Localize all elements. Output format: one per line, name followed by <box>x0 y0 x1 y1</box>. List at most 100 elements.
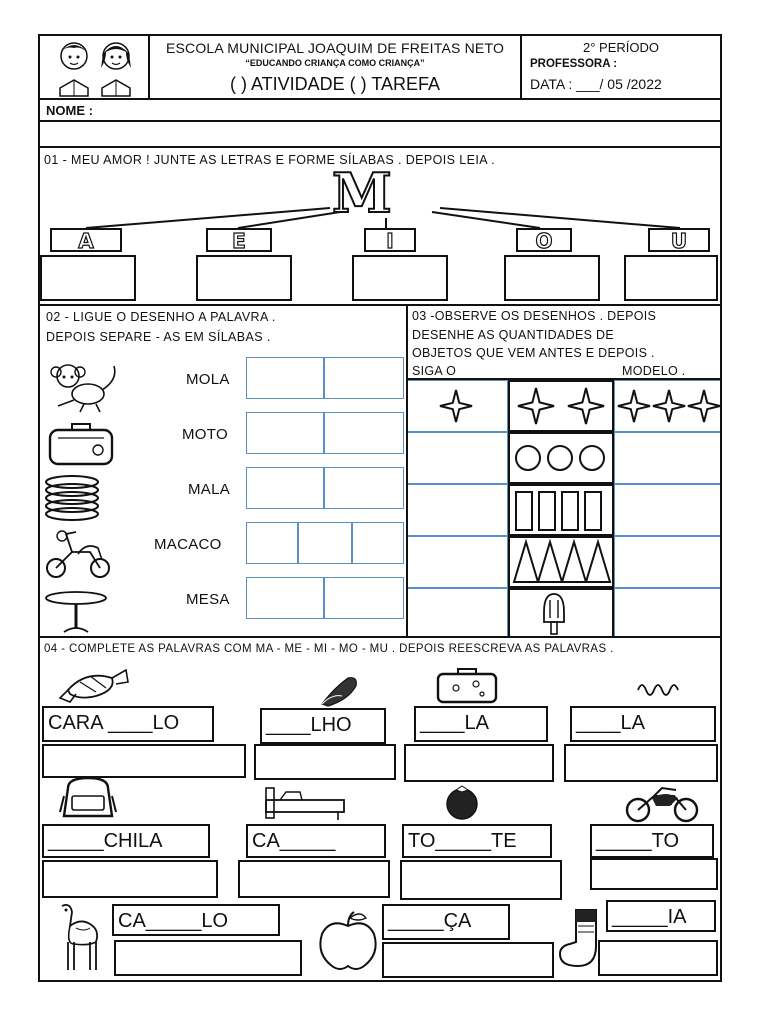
q2-word-moto: MOTO <box>182 426 228 443</box>
q4-row3-word-text: _____ÇA <box>388 910 472 932</box>
teacher-label: PROFESSORA : <box>530 58 618 70</box>
q4-row1-word-text: ____LHO <box>266 714 352 736</box>
q3-instruction-1: 03 -OBSERVE OS DESENHOS . DEPOIS <box>412 309 657 323</box>
syllable-answer-box-3[interactable] <box>352 255 448 301</box>
candy-icon <box>58 668 129 703</box>
q2-word-mesa: MESA <box>186 591 230 608</box>
q4-row3-word-box-2[interactable]: _____ÇA <box>382 904 510 940</box>
q2-syllable-box[interactable] <box>298 522 352 564</box>
q4-row2-word-box-3[interactable]: TO_____TE <box>402 824 552 858</box>
vowel-letter: E <box>232 228 247 253</box>
q4-row2-rewrite-box-1[interactable] <box>42 860 218 898</box>
q3-instruction-3: OBJETOS QUE VEM ANTES E DEPOIS . <box>412 346 655 360</box>
q4-row2-word-box-4[interactable]: _____TO <box>590 824 714 858</box>
vowel-box-o: O <box>516 228 572 254</box>
q4-row1-word-box-4[interactable]: ____LA <box>570 706 716 742</box>
children-reading-icon <box>59 42 131 97</box>
q4-row2-word-text: CA_____ <box>252 830 336 852</box>
q3-grid-frame <box>406 378 722 638</box>
q4-row1-rewrite-box-1[interactable] <box>42 744 246 778</box>
star-icon <box>517 387 605 425</box>
suitcase-icon <box>436 668 498 704</box>
table-icon <box>45 591 107 633</box>
vowel-letter: O <box>535 228 553 253</box>
circle-icon <box>515 445 605 471</box>
corn-icon <box>321 677 357 707</box>
suitcase-icon <box>48 423 114 466</box>
q2-syllable-box[interactable] <box>324 357 404 399</box>
q4-row3-word-box-1[interactable]: CA_____LO <box>112 904 280 936</box>
q4-row3-word-text: CA_____LO <box>118 910 229 932</box>
q2-syllable-box[interactable] <box>246 577 324 619</box>
syllable-answer-box-1[interactable] <box>40 255 136 301</box>
syllable-answer-box-2[interactable] <box>196 255 292 301</box>
name-label: NOME : <box>46 103 93 118</box>
q3-cell-r1-c2 <box>508 380 614 432</box>
popsicle-icon <box>543 593 565 635</box>
backpack-icon <box>59 776 117 818</box>
q4-row3-word-text: _____IA <box>612 906 687 928</box>
q2-syllable-box[interactable] <box>324 467 404 509</box>
star-icon <box>439 389 473 423</box>
activity-type-line[interactable]: ( ) ATIVIDADE ( ) TAREFA <box>229 74 441 94</box>
q4-row3-rewrite-box-3[interactable] <box>598 940 718 976</box>
school-cell: ESCOLA MUNICIPAL JOAQUIM DE FREITAS NETO… <box>148 34 522 100</box>
q2-syllable-box[interactable] <box>324 577 404 619</box>
vowel-box-e: E <box>206 228 272 254</box>
bed-icon <box>265 787 345 820</box>
q4-row1-word-box-1[interactable]: CARA ____LO <box>42 706 214 742</box>
q4-row1-rewrite-box-4[interactable] <box>564 744 718 782</box>
q4-row1-rewrite-box-3[interactable] <box>404 744 554 782</box>
camel-icon <box>61 903 99 970</box>
school-name: ESCOLA MUNICIPAL JOAQUIM DE FREITAS NETO <box>165 40 505 56</box>
syllable-answer-box-5[interactable] <box>624 255 718 301</box>
syllable-answer-box-4[interactable] <box>504 255 600 301</box>
q2-instruction-1: 02 - LIGUE O DESENHO A PALAVRA . <box>46 310 276 324</box>
school-motto: “EDUCANDO CRIANÇA COMO CRIANÇA” <box>245 58 425 68</box>
q2-word-macaco: MACACO <box>154 536 222 553</box>
q2-word-mala: MALA <box>188 481 231 498</box>
period-label: 2° PERÍODO <box>583 40 659 55</box>
apple-icon <box>319 911 377 970</box>
q4-row1-rewrite-box-2[interactable] <box>254 744 396 780</box>
q1-big-letter: M <box>331 161 393 225</box>
q4-row1-word-text: ____LA <box>576 712 645 734</box>
q2-syllable-box[interactable] <box>246 522 298 564</box>
q4-row2-word-box-1[interactable]: _____CHILA <box>42 824 210 858</box>
logo-cell <box>38 34 150 100</box>
q3-instruction-4a: SIGA O <box>412 364 457 378</box>
q4-row2-rewrite-box-4[interactable] <box>590 858 718 890</box>
spring-icon <box>637 684 679 696</box>
q4-row3-word-box-3[interactable]: _____IA <box>606 900 716 932</box>
q4-row2-word-box-2[interactable]: CA_____ <box>246 824 386 858</box>
q4-row1-word-text: ____LA <box>420 712 489 734</box>
rectangle-icon <box>515 491 602 531</box>
sock-icon <box>558 909 597 968</box>
q2-instruction-2: DEPOIS SEPARE - AS EM SÍLABAS . <box>46 330 271 344</box>
q4-row2-word-text: TO_____TE <box>408 830 517 852</box>
vowel-box-i: I <box>364 228 416 254</box>
q2-syllable-box[interactable] <box>246 357 324 399</box>
q4-row1-word-box-3[interactable]: ____LA <box>414 706 548 742</box>
q4-row2-word-text: _____TO <box>596 830 680 852</box>
vowel-box-a: A <box>50 228 122 254</box>
triangle-icon <box>512 538 612 583</box>
q4-row2-rewrite-box-3[interactable] <box>400 860 562 900</box>
q4-row1-word-text: CARA ____LO <box>48 712 180 734</box>
vowel-box-u: U <box>648 228 710 254</box>
date-label[interactable]: DATA : ___/ 05 /2022 <box>530 76 662 92</box>
q4-row1-word-box-2[interactable]: ____LHO <box>260 708 386 744</box>
vowel-letter: I <box>386 228 395 253</box>
monkey-icon <box>50 364 116 413</box>
q4-row2-rewrite-box-2[interactable] <box>238 860 390 898</box>
q3-instruction-4b: MODELO . <box>622 364 686 378</box>
q2-syllable-box[interactable] <box>246 412 324 454</box>
q2-syllable-box[interactable] <box>324 412 404 454</box>
q4-instruction: 04 - COMPLETE AS PALAVRAS COM MA - ME - … <box>44 643 614 655</box>
q4-row3-rewrite-box-1[interactable] <box>114 940 302 976</box>
q2-syllable-box[interactable] <box>246 467 324 509</box>
q2-syllable-box[interactable] <box>352 522 404 564</box>
q3-cell-r2-c2 <box>508 432 614 484</box>
q4-row3-rewrite-box-2[interactable] <box>382 942 554 978</box>
q2-word-mola: MOLA <box>186 371 230 388</box>
